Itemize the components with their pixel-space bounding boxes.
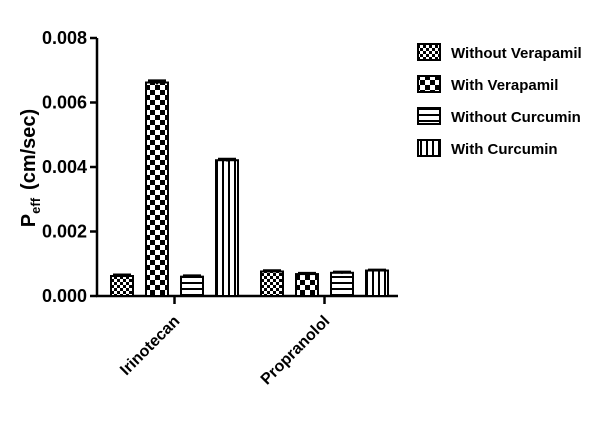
y-axis-label-unit: (cm/sec) — [18, 109, 40, 190]
legend-label: With Verapamil — [451, 77, 558, 94]
axes — [95, 38, 398, 298]
bars-group — [110, 79, 389, 298]
y-axis-label-main: P — [18, 214, 40, 227]
bar — [180, 275, 204, 297]
legend-swatch — [417, 139, 441, 157]
legend-label: Without Curcumin — [451, 109, 581, 126]
y-axis-label: Peff (cm/sec) — [18, 109, 43, 227]
y-tick-label: 0.006 — [42, 93, 87, 113]
legend-label: With Curcumin — [451, 141, 558, 158]
y-tick-label: 0.008 — [42, 28, 87, 48]
legend-swatch — [417, 75, 441, 93]
legend-swatch — [417, 107, 441, 125]
bar — [260, 270, 284, 297]
y-tick-label: 0.000 — [42, 286, 87, 306]
bar — [145, 81, 169, 297]
y-tick-label: 0.004 — [42, 157, 87, 177]
bar — [365, 269, 389, 297]
legend-label: Without Verapamil — [451, 45, 582, 62]
svg-text:Peff(cm/sec): Peff (cm/sec) — [18, 109, 43, 227]
bar — [215, 159, 239, 297]
bar — [330, 271, 354, 297]
legend-swatch — [417, 43, 441, 61]
x-axis-labels: Irinotecan Propranolol — [117, 296, 333, 388]
y-axis-label-subscript: eff — [28, 197, 43, 214]
y-axis-ticks: 0.000 0.002 0.004 0.006 0.008 — [42, 28, 97, 306]
x-tick-label: Propranolol — [258, 313, 334, 389]
bar — [295, 273, 319, 298]
y-tick-label: 0.002 — [42, 222, 87, 242]
bar — [110, 275, 134, 298]
x-tick-label: Irinotecan — [117, 313, 183, 379]
